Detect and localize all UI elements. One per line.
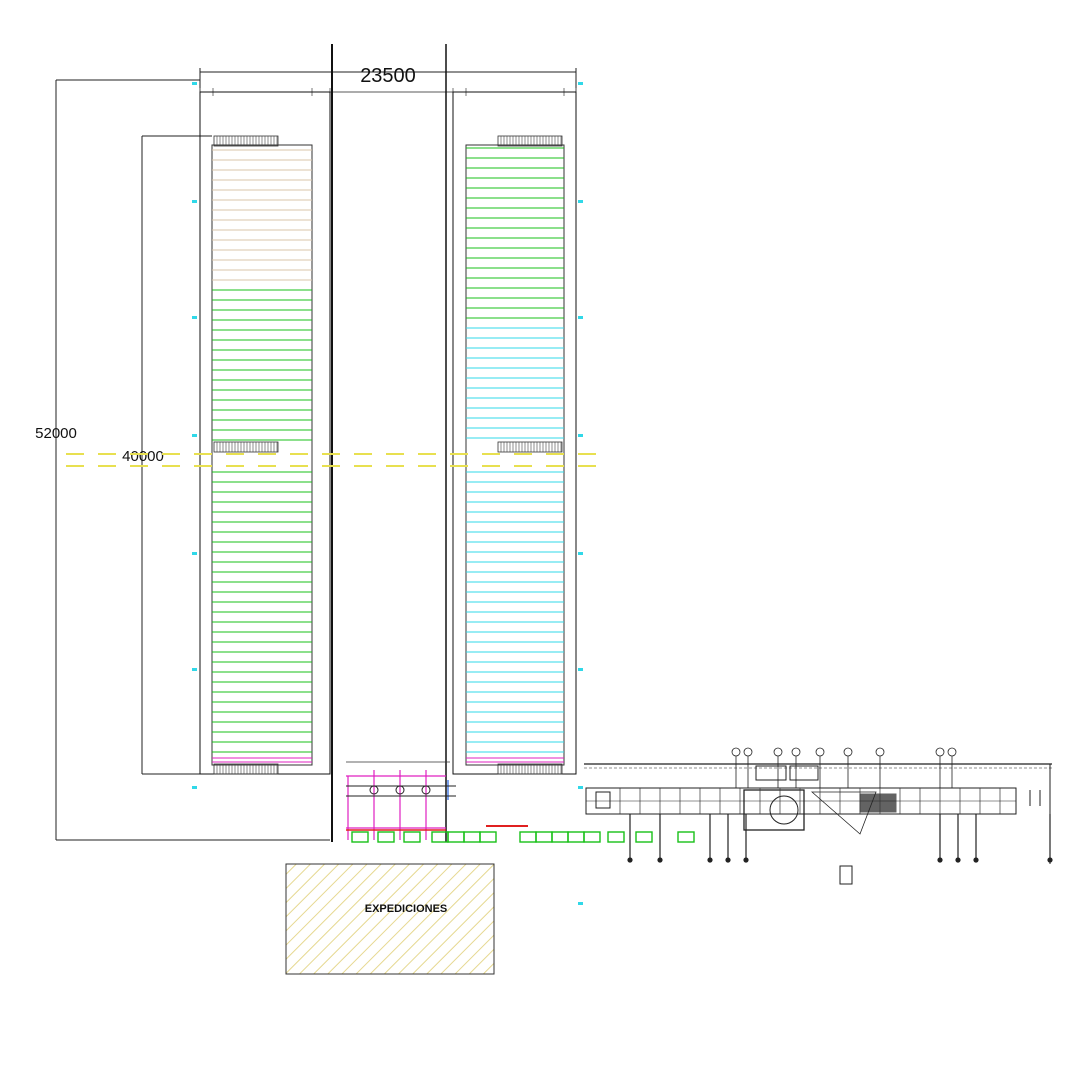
support-foot [937, 857, 943, 863]
support-foot [1047, 857, 1053, 863]
transfer-frame-details [346, 785, 456, 831]
callout-bubble [843, 747, 853, 757]
grid-marker-right [578, 82, 583, 85]
pallet [567, 831, 585, 843]
production-line-supports [627, 814, 1053, 863]
pallet [607, 831, 625, 843]
grid-marker-left [192, 668, 197, 671]
callout-bubble [731, 747, 741, 757]
grid-marker-left [192, 200, 197, 203]
rack-head-block [213, 441, 279, 453]
grid-marker-left [192, 434, 197, 437]
pallet [447, 831, 465, 843]
pallet-conveyor-path [351, 831, 695, 843]
pallet [551, 831, 569, 843]
grid-marker-left [192, 316, 197, 319]
support-foot [707, 857, 713, 863]
pallet [519, 831, 537, 843]
support-foot [743, 857, 749, 863]
pallet [463, 831, 481, 843]
production-line [584, 763, 1052, 885]
rack-head-block [213, 763, 279, 775]
support-foot [627, 857, 633, 863]
total-length-dimension-label: 52000 [35, 425, 77, 442]
grid-marker-left [192, 786, 197, 789]
callout-bubble [773, 747, 783, 757]
support-foot [657, 857, 663, 863]
grid-marker-left [192, 82, 197, 85]
transfer-frame [346, 761, 450, 840]
rack-head-block [497, 441, 563, 453]
production-line-segments [619, 788, 1001, 814]
callout-bubble [743, 747, 753, 757]
rack-length-dimension-label: 40000 [122, 448, 164, 465]
shipping-area-label: EXPEDICIONES [365, 903, 448, 915]
grid-marker-right [578, 316, 583, 319]
rack-head-block [497, 135, 563, 147]
width-dimension-label: 23500 [360, 65, 416, 87]
callout-bubble [935, 747, 945, 757]
callout-bubble [947, 747, 957, 757]
pallet [583, 831, 601, 843]
rack-head-block [213, 135, 279, 147]
grid-marker-right [578, 668, 583, 671]
yellow-centerline [66, 453, 600, 467]
support-foot [973, 857, 979, 863]
pallet [677, 831, 695, 843]
shipping-area: EXPEDICIONES [285, 863, 495, 975]
pallet [479, 831, 497, 843]
grid-marker-right [578, 902, 583, 905]
rack-head-block [497, 763, 563, 775]
grid-marker-right [578, 200, 583, 203]
pallet [377, 831, 395, 843]
grid-marker-left [192, 552, 197, 555]
grid-marker-right [578, 434, 583, 437]
callout-bubble [875, 747, 885, 757]
callout-bubble [791, 747, 801, 757]
pallet [635, 831, 653, 843]
column-grid-markers [192, 82, 583, 905]
grid-marker-right [578, 786, 583, 789]
left-rack [211, 135, 313, 775]
pallet [351, 831, 369, 843]
pallet [535, 831, 553, 843]
support-foot [725, 857, 731, 863]
pallet [403, 831, 421, 843]
callout-bubble [815, 747, 825, 757]
support-foot [955, 857, 961, 863]
production-line-callouts [731, 747, 957, 788]
grid-marker-right [578, 552, 583, 555]
